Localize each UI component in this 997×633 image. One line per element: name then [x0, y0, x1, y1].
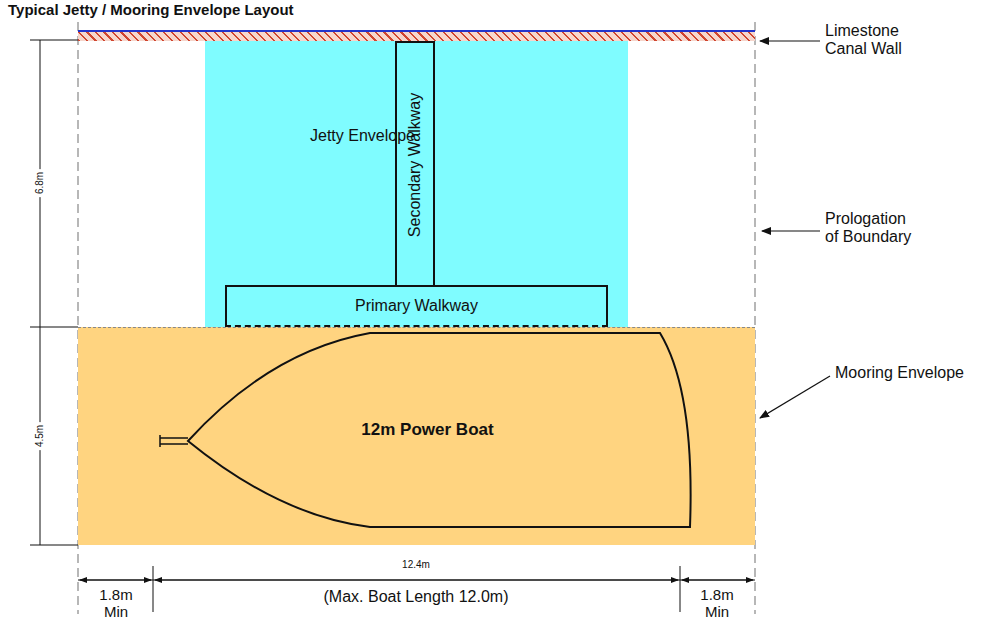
dimension-tick [30, 545, 78, 546]
dimension-text: 6.8m [34, 169, 46, 197]
walkway-label: Secondary Walkway [406, 93, 424, 237]
jetty-label: Jetty Envelope [310, 127, 440, 145]
walkway-label: Primary Walkway [355, 297, 478, 315]
primary-walkway: Primary Walkway [225, 285, 608, 327]
dimension-arrow [80, 580, 151, 581]
dimension-text: 12.4m [402, 559, 430, 571]
dimension-tick [30, 40, 78, 41]
dimension-line [40, 40, 41, 545]
leader-arrow [760, 40, 820, 41]
dimension-arrow [155, 580, 678, 581]
wall-label: Limestone Canal Wall [825, 22, 935, 59]
dimension-text: 1.8m Min [694, 586, 740, 621]
dimension-text: (Max. Boat Length 12.0m) [324, 588, 509, 606]
boat-label: 12m Power Boat [361, 420, 493, 440]
jetty-envelope: Jetty EnvelopeSecondary WalkwayPrimary W… [205, 41, 628, 327]
power-boat: 12m Power Boat [160, 331, 695, 529]
secondary-walkway: Secondary Walkway [395, 41, 435, 287]
mooring-label: Mooring Envelope [835, 364, 964, 382]
dimension-line [78, 580, 755, 581]
dimension-tick [30, 327, 78, 328]
dimension-text: 1.8m Min [93, 586, 139, 621]
dimension-arrow [682, 580, 753, 581]
diagram-title: Typical Jetty / Mooring Envelope Layout [8, 1, 294, 18]
mooring-envelope: Mooring Envelope12m Power Boat [78, 327, 755, 545]
canal-wall: Limestone Canal Wall [78, 30, 755, 41]
leader-arrow [762, 230, 820, 231]
dimension-tick [680, 566, 681, 612]
leader-arrow [760, 376, 830, 418]
boundary-label: Prologation of Boundary [825, 210, 923, 247]
dimension-text: 4.5m [34, 422, 46, 450]
dimension-tick [153, 566, 154, 612]
